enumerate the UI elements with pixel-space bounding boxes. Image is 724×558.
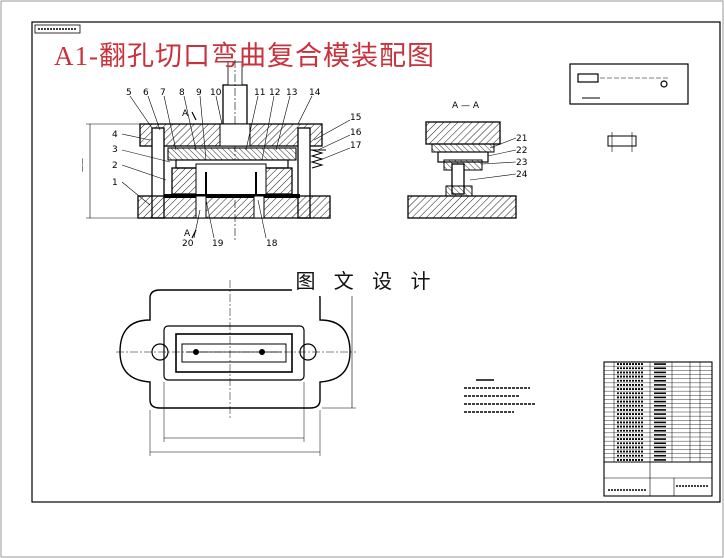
section-mark-top: A bbox=[182, 109, 189, 119]
section-a-a-view: A — A 21 22 23 24 bbox=[407, 101, 528, 219]
technical-notes bbox=[464, 379, 536, 413]
part-number-16: 16 bbox=[350, 128, 362, 138]
section-mark-bottom: A bbox=[184, 229, 191, 239]
plan-view bbox=[116, 280, 356, 456]
drawing-border bbox=[31, 21, 721, 503]
workpiece-drawing bbox=[569, 63, 689, 152]
drawing-title: A1-翻孔切口弯曲复合模装配图 bbox=[54, 41, 435, 71]
part-number-19: 19 bbox=[212, 239, 224, 249]
watermark-banner: 图 文 设 计 bbox=[292, 262, 440, 296]
part-number-21: 21 bbox=[516, 134, 527, 144]
part-number-11: 11 bbox=[254, 88, 265, 98]
part-number-24: 24 bbox=[516, 170, 528, 180]
front-view: —— A A 1 bbox=[78, 60, 362, 249]
part-number-5: 5 bbox=[126, 88, 132, 98]
part-number-7: 7 bbox=[160, 88, 166, 98]
part-number-20: 20 bbox=[182, 239, 194, 249]
part-number-1: 1 bbox=[112, 178, 118, 188]
part-number-14: 14 bbox=[309, 88, 321, 98]
part-number-8: 8 bbox=[179, 88, 185, 98]
drawing-code-box bbox=[34, 24, 81, 34]
part-number-17: 17 bbox=[350, 141, 361, 151]
part-number-9: 9 bbox=[196, 88, 202, 98]
part-number-13: 13 bbox=[286, 88, 297, 98]
part-number-22: 22 bbox=[516, 146, 527, 156]
part-number-23: 23 bbox=[516, 158, 527, 168]
part-number-6: 6 bbox=[143, 88, 149, 98]
section-label: A — A bbox=[452, 101, 480, 111]
stripper-plate bbox=[167, 147, 297, 161]
part-number-4: 4 bbox=[112, 130, 118, 140]
part-number-12: 12 bbox=[269, 88, 280, 98]
part-number-15: 15 bbox=[350, 113, 361, 123]
part-number-10: 10 bbox=[210, 88, 222, 98]
part-number-18: 18 bbox=[266, 239, 278, 249]
part-number-2: 2 bbox=[112, 161, 118, 171]
svg-text:——: —— bbox=[78, 158, 86, 172]
leader-lines bbox=[121, 95, 351, 239]
lower-die-plate bbox=[137, 195, 331, 219]
parts-list-table bbox=[603, 361, 713, 497]
part-number-3: 3 bbox=[112, 145, 118, 155]
